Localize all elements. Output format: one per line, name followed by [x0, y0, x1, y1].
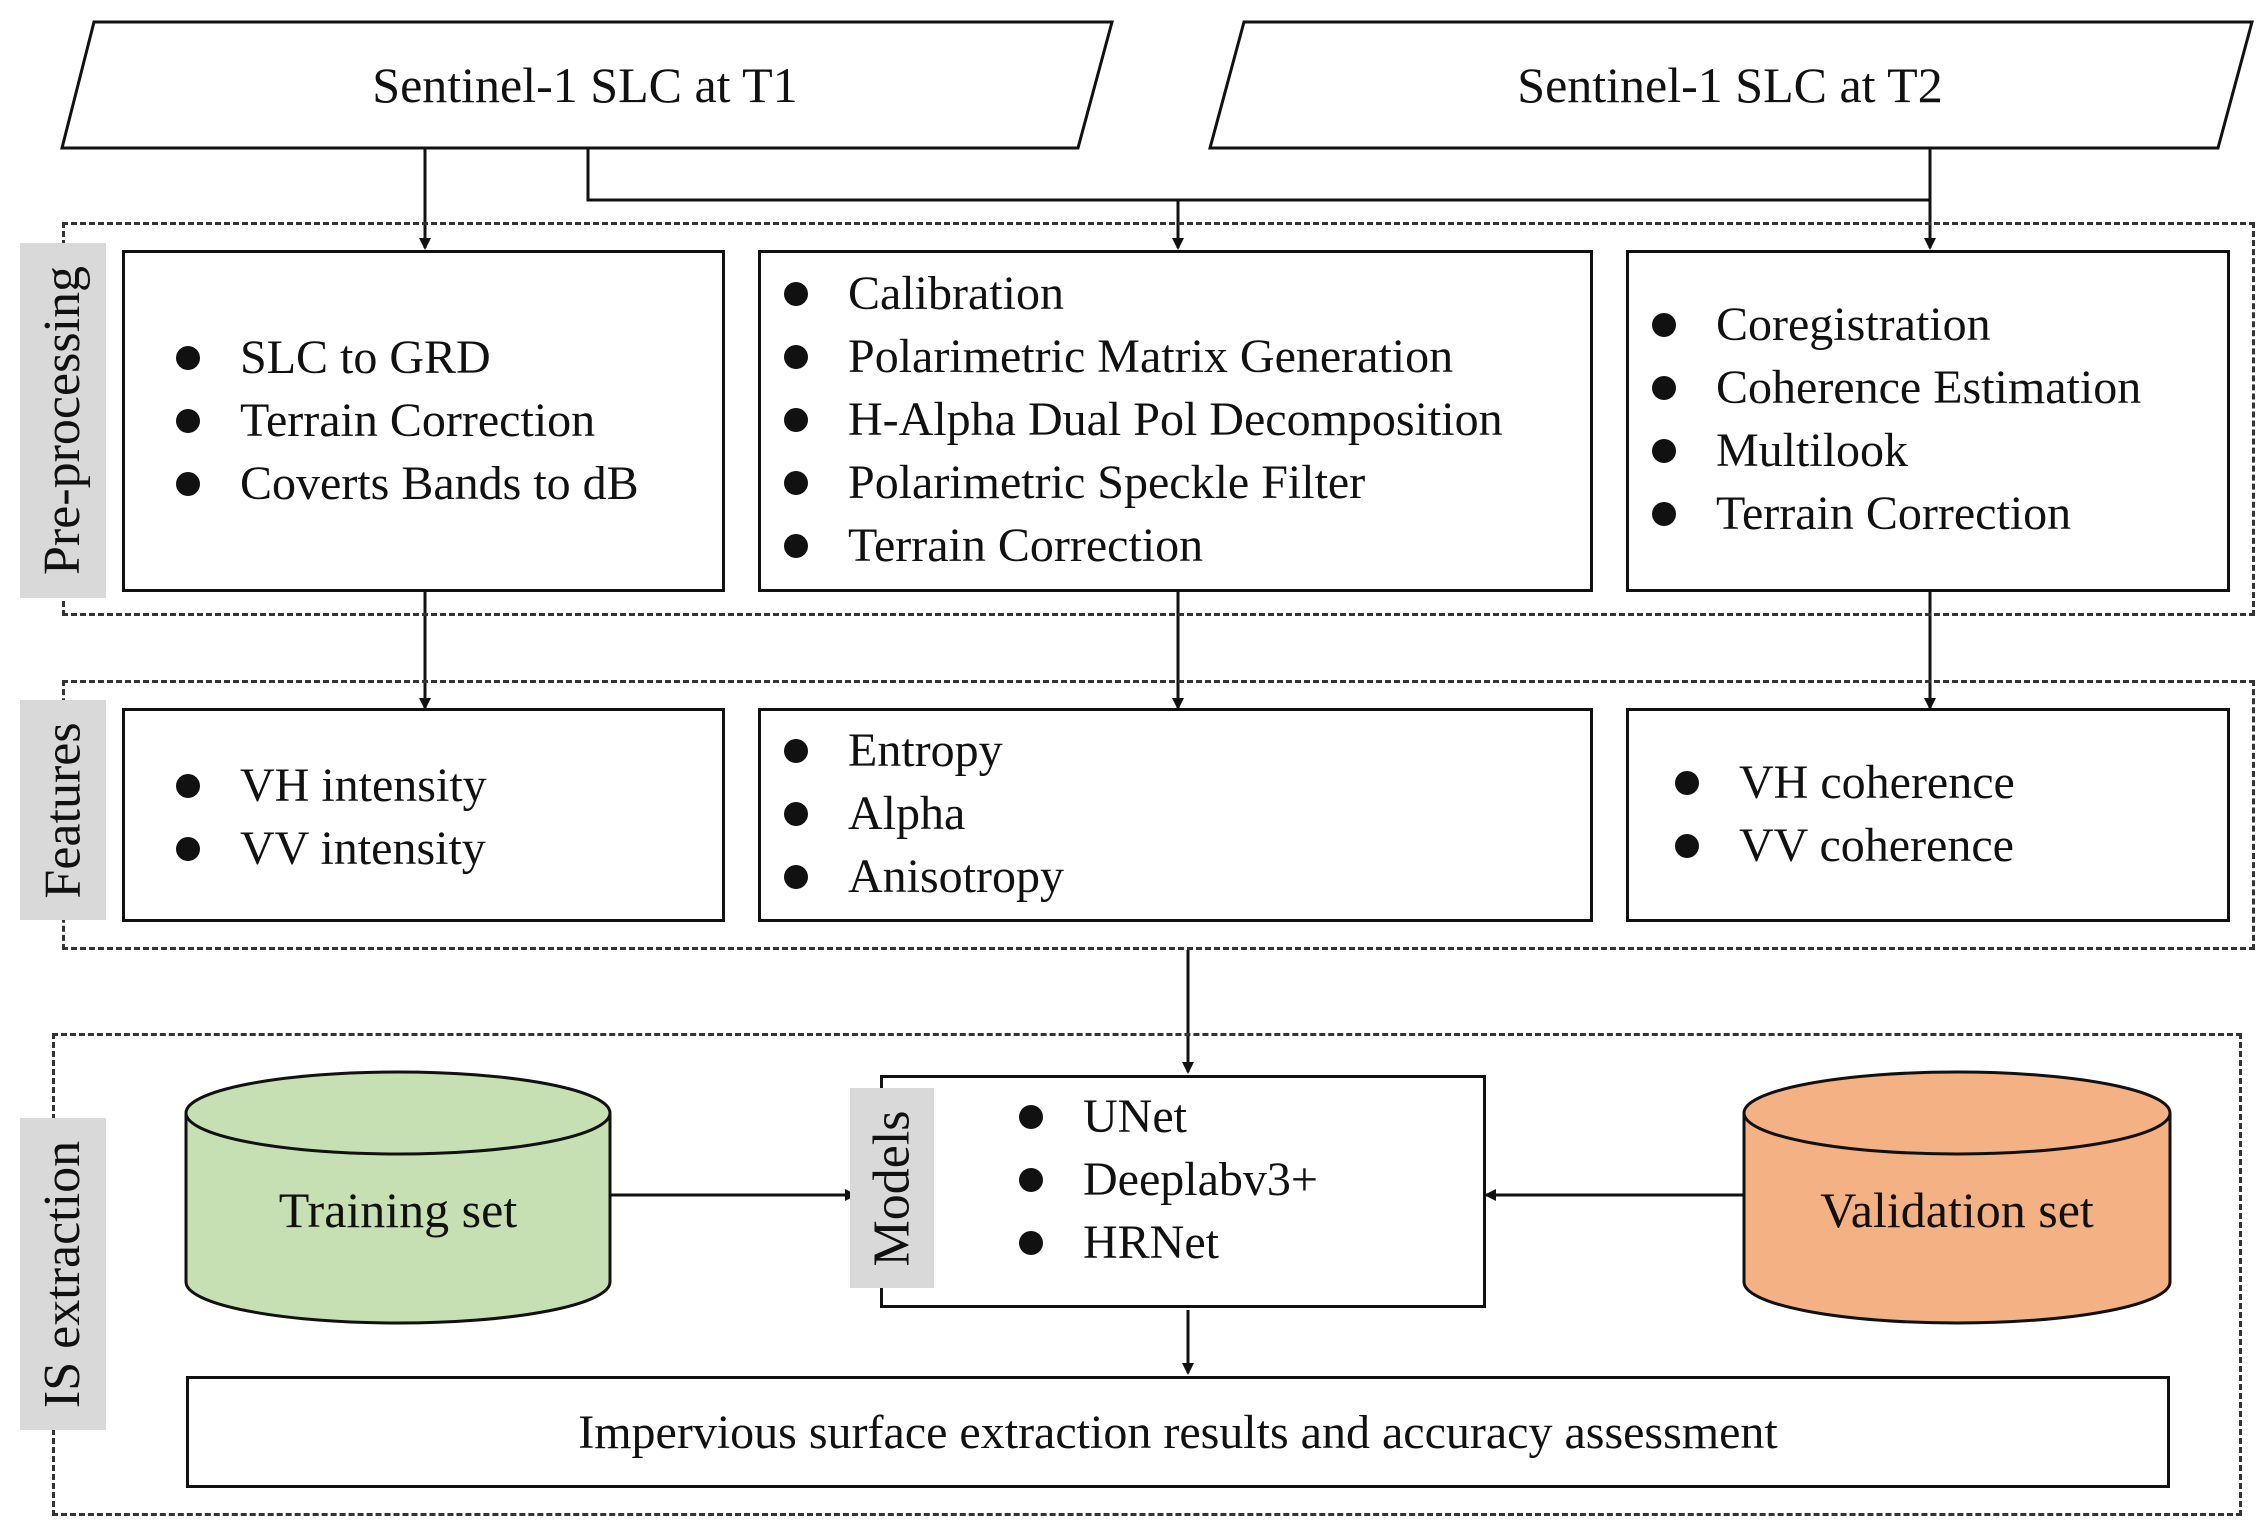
features-right-box: VH coherence VV coherence: [1626, 708, 2230, 922]
list-item: Coverts Bands to dB: [176, 452, 639, 515]
preprocessing-right-list: Coregistration Coherence Estimation Mult…: [1651, 293, 2141, 545]
models-list: UNet Deeplabv3+ HRNet: [1019, 1085, 1318, 1274]
list-item: SLC to GRD: [176, 326, 639, 389]
results-box: Impervious surface extraction results an…: [186, 1376, 2170, 1488]
list-item: Coherence Estimation: [1651, 356, 2141, 419]
features-middle-box: Entropy Alpha Anisotropy: [758, 708, 1593, 922]
validation-set-label: Validation set: [1820, 1182, 2094, 1238]
input-t1-shape: [60, 20, 1114, 150]
list-item: Polarimetric Matrix Generation: [784, 325, 1503, 388]
input-t2-label: Sentinel-1 SLC at T2: [1517, 57, 1943, 113]
models-label: Models: [850, 1088, 934, 1288]
extraction-section-text: IS extraction: [34, 1140, 92, 1408]
list-item: Multilook: [1651, 419, 2141, 482]
preprocessing-left-list: SLC to GRD Terrain Correction Coverts Ba…: [176, 326, 639, 515]
list-item: Terrain Correction: [1651, 482, 2141, 545]
features-right-list: VH coherence VV coherence: [1675, 751, 2015, 877]
training-set-label: Training set: [278, 1182, 518, 1238]
list-item: Terrain Correction: [784, 514, 1503, 577]
preprocessing-section-label: Pre-processing: [20, 243, 106, 598]
features-left-box: VH intensity VV intensity: [122, 708, 725, 922]
list-item: Anisotropy: [784, 845, 1064, 908]
list-item: VH intensity: [176, 754, 487, 817]
preprocessing-middle-list: Calibration Polarimetric Matrix Generati…: [784, 262, 1503, 577]
features-section-text: Features: [34, 721, 92, 899]
input-t1-label: Sentinel-1 SLC at T1: [372, 57, 798, 113]
list-item: VV intensity: [176, 817, 487, 880]
list-item: HRNet: [1019, 1211, 1318, 1274]
list-item: Coregistration: [1651, 293, 2141, 356]
list-item: Alpha: [784, 782, 1064, 845]
features-section-label: Features: [20, 700, 106, 920]
training-cylinder: [184, 1070, 612, 1325]
models-box: UNet Deeplabv3+ HRNet: [880, 1075, 1486, 1308]
list-item: Calibration: [784, 262, 1503, 325]
list-item: Terrain Correction: [176, 389, 639, 452]
preprocessing-middle-box: Calibration Polarimetric Matrix Generati…: [758, 250, 1593, 592]
list-item: VH coherence: [1675, 751, 2015, 814]
list-item: Entropy: [784, 719, 1064, 782]
list-item: H-Alpha Dual Pol Decomposition: [784, 388, 1503, 451]
preprocessing-section-text: Pre-processing: [34, 265, 92, 576]
input-t2-shape: [1208, 20, 2254, 150]
list-item: Deeplabv3+: [1019, 1148, 1318, 1211]
list-item: VV coherence: [1675, 814, 2015, 877]
extraction-section-label: IS extraction: [20, 1118, 106, 1430]
features-left-list: VH intensity VV intensity: [176, 754, 487, 880]
preprocessing-right-box: Coregistration Coherence Estimation Mult…: [1626, 250, 2230, 592]
features-middle-list: Entropy Alpha Anisotropy: [784, 719, 1064, 908]
validation-cylinder: [1742, 1070, 2172, 1325]
models-label-text: Models: [863, 1110, 921, 1266]
list-item: Polarimetric Speckle Filter: [784, 451, 1503, 514]
list-item: UNet: [1019, 1085, 1318, 1148]
preprocessing-left-box: SLC to GRD Terrain Correction Coverts Ba…: [122, 250, 725, 592]
